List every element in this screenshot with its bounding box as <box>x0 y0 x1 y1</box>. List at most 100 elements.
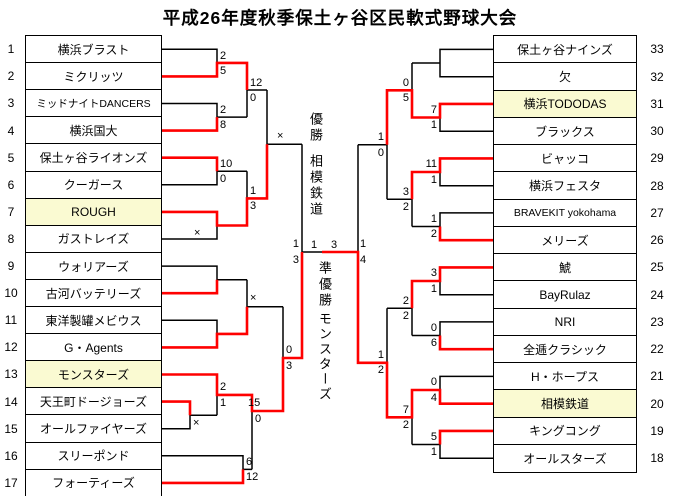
score-label: 1 <box>430 213 437 225</box>
score-label: 1 <box>430 119 437 131</box>
score-label: 1 <box>292 238 299 250</box>
seed-label: 16 <box>4 448 18 463</box>
team-box: 全逓クラシック <box>493 334 637 364</box>
seed-label: 7 <box>7 204 15 219</box>
seed-label: 10 <box>4 286 18 301</box>
seed-label: 24 <box>650 287 664 302</box>
score-label: 11 <box>425 158 437 170</box>
score-label: 2 <box>402 419 409 431</box>
score-label: 7 <box>402 404 409 416</box>
score-label: 2 <box>377 364 384 376</box>
team-box: 欠 <box>493 62 637 91</box>
score-label: 15 <box>248 397 261 409</box>
score-label: 6 <box>246 456 253 468</box>
team-box: オールファイヤーズ <box>25 414 162 443</box>
seed-label: 6 <box>7 177 15 192</box>
team-box: ミクリッツ <box>25 62 162 91</box>
seed-label: 9 <box>7 259 15 274</box>
seed-label: 30 <box>650 124 664 139</box>
seed-label: 8 <box>7 231 15 246</box>
runner-up-label: 準優勝 <box>317 261 332 309</box>
seed-label: 15 <box>4 421 18 436</box>
seed-label: 14 <box>4 394 18 409</box>
champion-label: 優勝 <box>308 112 323 144</box>
forfeit-mark: × <box>194 227 201 239</box>
team-box: 天王町ドージョーズ <box>25 387 162 416</box>
team-box: G・Agents <box>25 333 162 362</box>
seed-label: 20 <box>650 396 664 411</box>
score-label: 2 <box>402 201 409 213</box>
team-box-highlighted: 相模鉄道 <box>493 389 637 418</box>
champion-name: 相模鉄道 <box>308 154 323 218</box>
seed-label: 23 <box>650 314 664 329</box>
team-box-highlighted: ROUGH <box>25 197 162 227</box>
seed-label: 29 <box>650 151 664 166</box>
seed-label: 32 <box>650 69 664 84</box>
score-label: 2 <box>430 228 437 240</box>
team-box: NRI <box>493 307 637 337</box>
team-box: 保土ヶ谷ナインズ <box>493 35 637 64</box>
seed-label: 2 <box>7 69 15 84</box>
team-box: メリーズ <box>493 225 637 255</box>
seed-label: 17 <box>4 475 18 490</box>
score-label: 1 <box>430 174 437 186</box>
score-label: 0 <box>220 173 227 185</box>
score-label: 5 <box>220 65 227 77</box>
score-label: 2 <box>402 295 409 307</box>
team-box: BRAVEKIT yokohama <box>493 198 637 228</box>
score-label: 5 <box>402 92 409 104</box>
score-label: 2 <box>220 104 227 116</box>
team-box: 横浜フェスタ <box>493 171 637 200</box>
team-box: フォーティーズ <box>25 468 162 496</box>
seed-label: 12 <box>4 340 18 355</box>
team-box: ウォリアーズ <box>25 251 162 281</box>
seed-label: 27 <box>650 205 664 220</box>
score-label: 4 <box>360 254 367 266</box>
team-box: キングコング <box>493 416 637 446</box>
seed-label: 22 <box>650 342 664 357</box>
score-label: 0 <box>377 147 384 159</box>
team-box: ブラックス <box>493 116 637 146</box>
forfeit-mark: × <box>250 292 257 304</box>
score-label: 7 <box>430 104 437 116</box>
seed-label: 21 <box>650 369 664 384</box>
score-label: 1 <box>250 185 257 197</box>
score-label: 0 <box>250 92 257 104</box>
score-label: 6 <box>430 337 437 349</box>
score-label: 4 <box>430 392 437 404</box>
seed-label: 13 <box>4 367 18 382</box>
seed-label: 26 <box>650 233 664 248</box>
score-label: 3 <box>292 254 299 266</box>
team-box: 横浜ブラスト <box>25 35 162 64</box>
score-label: 1 <box>430 446 437 458</box>
team-box: BayRulaz <box>493 280 637 309</box>
seed-label: 1 <box>7 42 15 57</box>
winner-path-lines <box>162 61 493 485</box>
team-box: 東洋製罐メビウス <box>25 306 162 335</box>
score-label: 1 <box>377 131 384 143</box>
score-label: 5 <box>430 431 437 443</box>
seed-label: 18 <box>650 451 664 466</box>
runner-up-name: モンスターズ <box>317 312 332 402</box>
score-label: 3 <box>250 200 257 212</box>
seed-label: 5 <box>7 150 15 165</box>
final-score-left: 1 <box>311 239 318 251</box>
team-box-highlighted: 横浜TODODAS <box>493 89 637 119</box>
page-title: 平成26年度秋季保土ヶ谷区民軟式野球大会 <box>162 8 518 28</box>
forfeit-mark: × <box>193 417 200 429</box>
score-label: 2 <box>402 310 409 322</box>
seed-label: 33 <box>650 42 664 57</box>
team-box: 鯱 <box>493 253 637 282</box>
score-label: 1 <box>377 349 384 361</box>
team-box: H・ホープス <box>493 362 637 391</box>
score-label: 12 <box>246 471 259 483</box>
forfeit-mark: × <box>277 130 284 142</box>
team-box: ガストレイズ <box>25 224 162 254</box>
team-box: ミッドナイトDANCERS <box>25 89 162 118</box>
score-label: 0 <box>402 77 409 89</box>
team-box: オールスターズ <box>493 443 637 473</box>
score-label: 0 <box>286 344 293 356</box>
score-label: 1 <box>220 397 227 409</box>
score-label: 3 <box>286 360 293 372</box>
